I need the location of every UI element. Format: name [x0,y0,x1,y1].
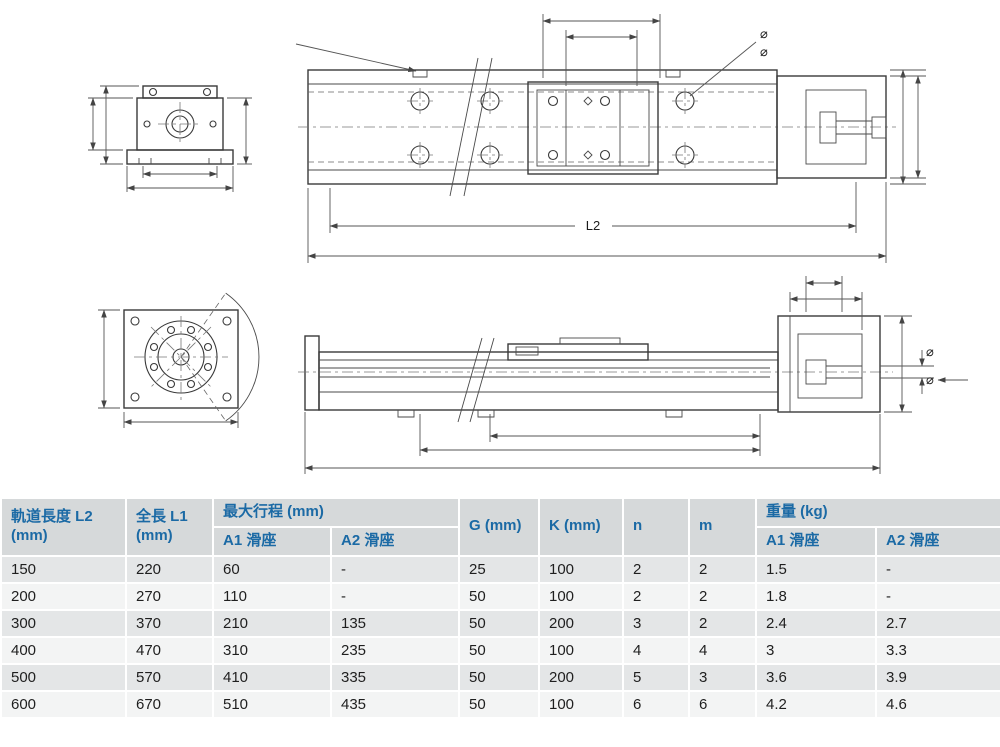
table-cell: 500 [0,662,127,692]
table-cell: 3 [755,635,877,665]
side-view [298,315,893,423]
table-cell: 3.3 [874,635,1000,665]
side-view-dimensions [304,276,968,474]
header-weight-group: 重量 (kg) [754,497,1000,528]
table-cell: 100 [538,635,624,665]
plan-view-dimensions [295,14,926,263]
table-cell: - [874,554,1000,584]
table-cell: 3.6 [755,662,877,692]
table-cell: 2 [688,581,757,611]
table-cell: 110 [212,581,332,611]
table-cell: 135 [330,608,460,638]
table-cell: 510 [212,689,332,719]
diameter-symbol-top-1: ⌀ [760,26,768,41]
table-cell: 670 [125,689,214,719]
table-cell: 210 [212,608,332,638]
spec-table: 軌道長度 L2 (mm) 全長 L1 (mm) 最大行程 (mm) G (mm)… [0,497,1000,719]
table-cell: 2.7 [874,608,1000,638]
table-cell: 370 [125,608,214,638]
header-stroke-a1: A1 滑座 [212,525,332,557]
table-cell: 100 [538,581,624,611]
table-cell: 600 [0,689,127,719]
table-cell: 3.9 [874,662,1000,692]
table-cell: - [330,581,460,611]
header-m: m [688,497,757,557]
table-cell: 25 [458,554,540,584]
table-cell: 100 [538,689,624,719]
table-cell: 100 [538,554,624,584]
technical-drawing: L2 ⌀ ⌀ [88,14,968,474]
technical-drawing-svg: L2 ⌀ ⌀ [88,14,968,474]
diameter-symbol-side-2: ⌀ [926,372,934,387]
header-stroke-a2: A2 滑座 [330,525,460,557]
table-cell: 235 [330,635,460,665]
table-cell: 50 [458,689,540,719]
header-max-stroke-group: 最大行程 (mm) [212,497,460,528]
table-cell: 50 [458,662,540,692]
end-view [126,85,234,165]
table-cell: 300 [0,608,127,638]
table-cell: 200 [538,608,624,638]
l2-dimension-label: L2 [586,218,600,233]
table-cell: 4 [622,635,690,665]
header-k: K (mm) [538,497,624,557]
table-cell: 2.4 [755,608,877,638]
table-cell: 4.2 [755,689,877,719]
table-cell: 50 [458,581,540,611]
table-cell: - [874,581,1000,611]
table-cell: 220 [125,554,214,584]
table-cell: 2 [688,554,757,584]
table-cell: 435 [330,689,460,719]
table-cell: 50 [458,608,540,638]
spec-table-header: 軌道長度 L2 (mm) 全長 L1 (mm) 最大行程 (mm) G (mm)… [0,497,1000,557]
header-n: n [622,497,690,557]
header-rail-length: 軌道長度 L2 (mm) [0,497,127,557]
table-cell: 335 [330,662,460,692]
table-cell: 6 [688,689,757,719]
plan-bolt-holes [407,88,698,168]
plan-carriage [527,81,659,175]
plan-motor-block [776,75,887,179]
table-cell: 410 [212,662,332,692]
table-cell: 2 [622,554,690,584]
table-cell: 3 [688,662,757,692]
diameter-symbol-top-2: ⌀ [760,44,768,59]
table-cell: 1.5 [755,554,877,584]
header-weight-a1: A1 滑座 [755,525,877,557]
front-view-dimensions [98,309,239,428]
table-cell: 470 [125,635,214,665]
header-total-length: 全長 L1 (mm) [125,497,214,557]
table-cell: 1.8 [755,581,877,611]
plan-view [298,57,896,197]
table-cell: 150 [0,554,127,584]
table-cell: 200 [538,662,624,692]
table-cell: 50 [458,635,540,665]
front-view [123,292,260,422]
table-cell: 3 [622,608,690,638]
table-cell: 2 [622,581,690,611]
table-cell: 4 [688,635,757,665]
table-cell: 6 [622,689,690,719]
table-cell: 200 [0,581,127,611]
table-cell: 270 [125,581,214,611]
table-cell: 570 [125,662,214,692]
table-cell: 310 [212,635,332,665]
table-cell: 60 [212,554,332,584]
diameter-symbol-side-1: ⌀ [926,344,934,359]
table-cell: 2 [688,608,757,638]
table-cell: - [330,554,460,584]
header-g: G (mm) [458,497,540,557]
end-view-dimensions [88,85,252,192]
table-cell: 4.6 [874,689,1000,719]
table-cell: 400 [0,635,127,665]
table-cell: 5 [622,662,690,692]
header-weight-a2: A2 滑座 [874,525,1000,557]
